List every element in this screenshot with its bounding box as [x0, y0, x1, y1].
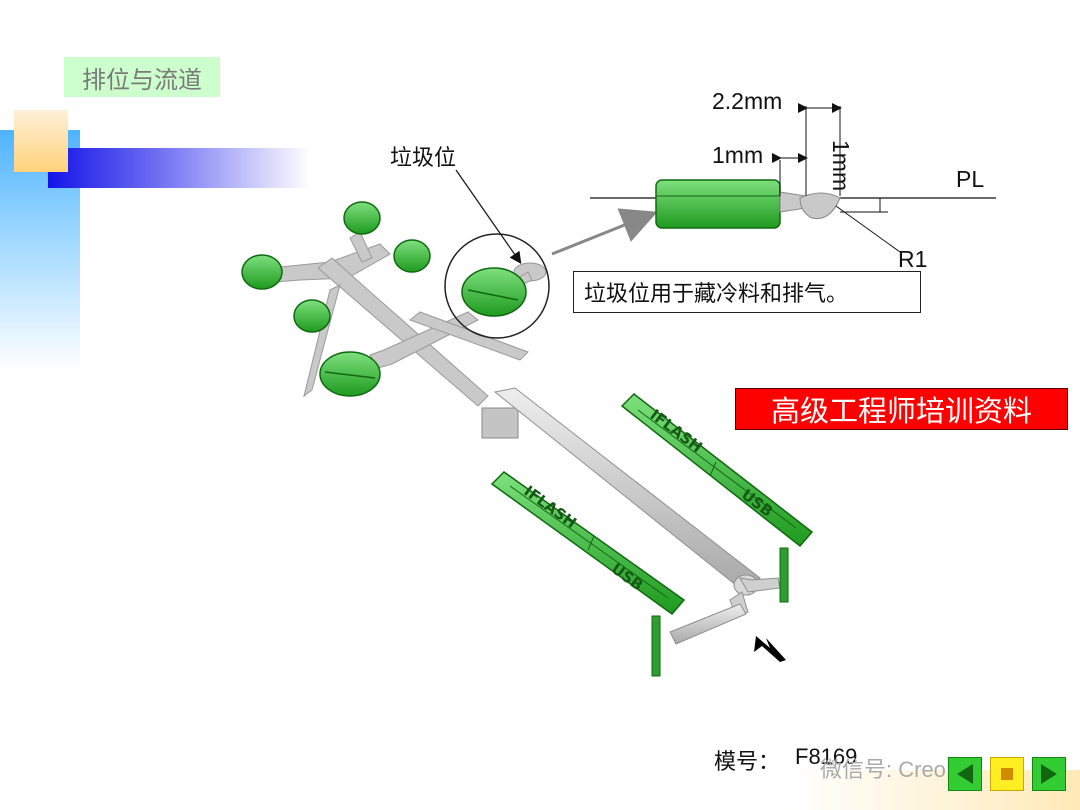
detail-pointer-arrow — [551, 208, 658, 256]
mold-number-label: 模号： — [714, 750, 781, 775]
junk-label-leader — [455, 169, 522, 264]
previous-slide-button[interactable] — [948, 757, 982, 791]
junk-position-callout: 垃圾位用于藏冷料和排气。 — [573, 271, 921, 313]
slide-title: 排位与流道 — [64, 57, 220, 97]
decorative-bottom-gradient — [790, 770, 1080, 810]
mold-number-value: F8169 — [795, 744, 858, 769]
decorative-orange-square — [14, 110, 68, 172]
radius-label: R1 — [898, 246, 928, 272]
arrow-left-icon — [957, 764, 973, 784]
arrow-right-icon — [1041, 764, 1057, 784]
decorative-blue-bar-horizontal — [48, 148, 310, 188]
home-icon — [1001, 768, 1013, 780]
runner-system — [248, 231, 547, 407]
junk-position-label: 垃圾位 — [390, 146, 457, 171]
junk-position-circle — [444, 233, 550, 339]
next-slide-button[interactable] — [1032, 757, 1066, 791]
training-banner: 高级工程师培训资料 — [735, 388, 1068, 430]
dimension-depth-label: 1mm — [828, 140, 854, 192]
junk-position-detail — [590, 103, 996, 253]
home-slide-button[interactable] — [990, 757, 1024, 791]
parting-line-label: PL — [956, 166, 985, 192]
dimension-width-label: 2.2mm — [712, 88, 783, 114]
flow-direction-arrow — [754, 636, 786, 662]
round-parts — [241, 201, 527, 397]
usb-part-left — [490, 471, 686, 677]
dimension-offset-label: 1mm — [712, 142, 764, 168]
usb-part-right — [620, 393, 814, 603]
